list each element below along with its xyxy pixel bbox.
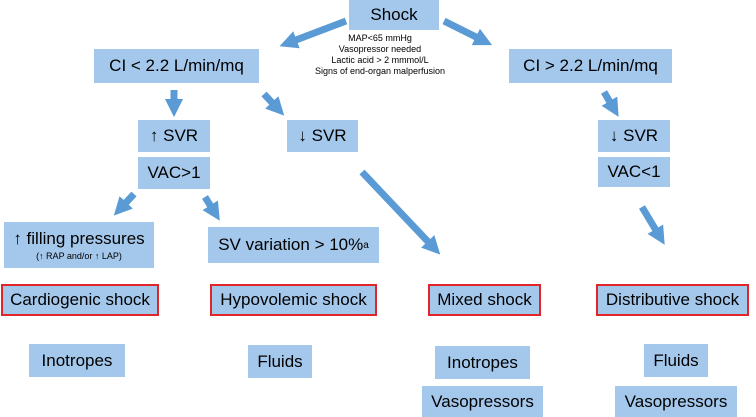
criteria-item: MAP<65 mmHg (348, 33, 412, 43)
mixed-label: Mixed shock (437, 290, 532, 309)
sv-variation-footnote: a (363, 239, 369, 251)
treatment-mixed-1: Inotropes (435, 346, 530, 379)
arrow-vac-high-to-filling (113, 191, 137, 216)
svr-down-mid-node: ↓ SVR (287, 120, 358, 152)
treatment-cardiogenic: Inotropes (29, 344, 125, 377)
treatment-distributive-1: Fluids (644, 344, 708, 377)
arrow-shock-to-ci-low (279, 17, 348, 49)
arrow-svr-down-to-mixed (359, 169, 441, 255)
ci-low-label: CI < 2.2 L/min/mq (109, 56, 244, 75)
svr-down-right-node: ↓ SVR (598, 120, 670, 152)
filling-pressures-label: ↑ filling pressures (13, 229, 145, 248)
svr-down-mid-label: ↓ SVR (298, 126, 347, 145)
ci-high-node: CI > 2.2 L/min/mq (509, 49, 672, 83)
svr-up-label: ↑ SVR (149, 126, 199, 145)
arrow-vac-high-to-sv (202, 195, 220, 221)
cardiogenic-label: Cardiogenic shock (10, 290, 150, 309)
filling-pressures-sub: (↑ RAP and/or ↑ LAP) (36, 251, 122, 261)
treatment-distributive-2: Vasopressors (615, 386, 737, 417)
ci-high-label: CI > 2.2 L/min/mq (523, 56, 658, 75)
distributive-label: Distributive shock (605, 290, 740, 309)
vac-low-node: VAC<1 (598, 157, 670, 187)
shock-criteria: MAP<65 mmHg Vasopressor needed Lactic ac… (290, 33, 470, 77)
shock-label: Shock (370, 5, 418, 24)
arrow-shock-to-ci-high (442, 17, 493, 46)
treatment-label: Vasopressors (624, 391, 728, 411)
criteria-item: Vasopressor needed (338, 44, 422, 54)
hypovolemic-label: Hypovolemic shock (220, 290, 367, 309)
treatment-mixed-2: Vasopressors (422, 386, 543, 417)
ci-low-node: CI < 2.2 L/min/mq (94, 49, 259, 83)
svr-down-right-label: ↓ SVR (609, 126, 659, 145)
shock-node: Shock (349, 0, 439, 30)
cardiogenic-shock-node: Cardiogenic shock (1, 284, 159, 316)
treatment-label: Inotropes (447, 352, 518, 372)
vac-high-label: VAC>1 (147, 163, 201, 182)
treatment-label: Fluids (257, 351, 303, 371)
vac-high-node: VAC>1 (138, 157, 210, 189)
vac-low-label: VAC<1 (607, 162, 661, 181)
arrow-ci-high-to-svr-down (600, 90, 619, 117)
sv-variation-label: SV variation > 10% (218, 235, 364, 254)
distributive-shock-node: Distributive shock (596, 284, 749, 316)
treatment-hypovolemic: Fluids (248, 345, 312, 378)
hypovolemic-shock-node: Hypovolemic shock (210, 284, 377, 316)
filling-pressures-node: ↑ filling pressures (↑ RAP and/or ↑ LAP) (4, 222, 154, 268)
svr-up-node: ↑ SVR (138, 120, 210, 152)
mixed-shock-node: Mixed shock (428, 284, 541, 316)
treatment-label: Inotropes (41, 350, 113, 370)
criteria-item: Signs of end-organ malperfusion (314, 66, 446, 76)
treatment-label: Vasopressors (431, 391, 534, 411)
arrow-ci-low-to-svr-down (261, 91, 285, 116)
sv-variation-node: SV variation > 10%a (208, 227, 379, 263)
treatment-label: Fluids (653, 350, 699, 370)
criteria-item: Lactic acid > 2 mmmol/L (331, 55, 429, 65)
arrow-vac-low-to-distributive (638, 205, 665, 245)
